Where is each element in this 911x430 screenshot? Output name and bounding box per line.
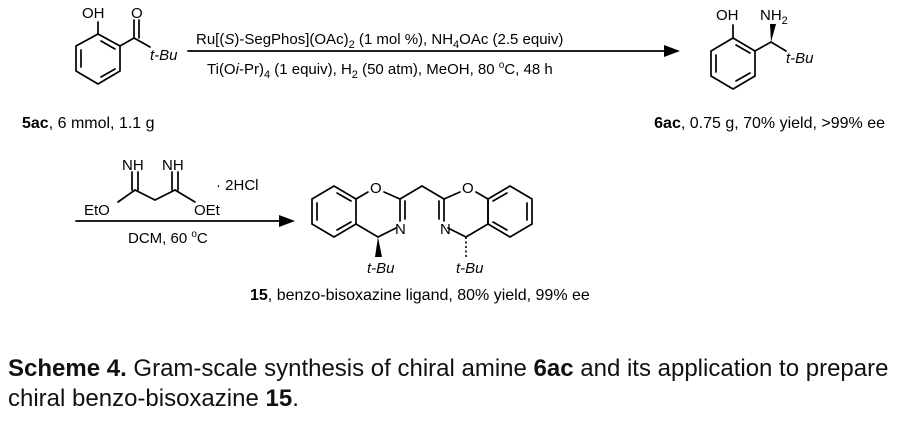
- salt-label: · 2HCl: [216, 177, 259, 194]
- compound-label-15: 15, benzo-bisoxazine ligand, 80% yield, …: [250, 287, 590, 304]
- reaction-arrow-1: [187, 45, 680, 57]
- caption-label: Scheme 4.: [8, 355, 127, 382]
- amine-label: NH2: [760, 7, 788, 27]
- hydroxyl-label: OH: [82, 5, 105, 22]
- compound-label-5ac: 5ac, 6 mmol, 1.1 g: [22, 115, 155, 132]
- scheme-caption: Scheme 4. Gram-scale synthesis of chiral…: [8, 354, 903, 414]
- compound-label-6ac: 6ac, 0.75 g, 70% yield, >99% ee: [654, 115, 885, 132]
- caption-text-3: .: [292, 385, 299, 412]
- oxygen-right: O: [462, 180, 474, 197]
- hydroxyl-label: OH: [716, 7, 739, 24]
- tert-butyl-label: t-Bu: [786, 50, 814, 67]
- imine-nh-left: NH: [122, 157, 144, 174]
- structure-15: O N O N t-Bu t-Bu: [311, 180, 533, 277]
- conditions-line-1: Ru[(S)-SegPhos](OAc)2 (1 mol %), NH4OAc …: [196, 31, 563, 51]
- tert-butyl-right: t-Bu: [456, 260, 484, 277]
- conditions-line-2: Ti(Oi-Pr)4 (1 equiv), H2 (50 atm), MeOH,…: [207, 60, 553, 81]
- tert-butyl-label: t-Bu: [150, 47, 178, 64]
- structure-6ac: OH NH2 t-Bu: [710, 7, 814, 90]
- caption-text-2: and its application to prepare chiral be…: [8, 355, 889, 412]
- structure-malonimidate: NH NH · 2HCl EtO OEt: [84, 157, 259, 219]
- carbonyl-oxygen-label: O: [131, 5, 143, 22]
- oxygen-left: O: [370, 180, 382, 197]
- ethoxy-left: EtO: [84, 202, 110, 219]
- reaction-scheme: OH O t-Bu 5ac, 6 mmol, 1.1 g Ru[(S)-SegP…: [22, 5, 885, 304]
- caption-compound-6ac: 6ac: [533, 355, 574, 382]
- reaction-arrow-2: [75, 215, 295, 227]
- conditions-2: DCM, 60 oC: [128, 229, 208, 247]
- caption-compound-15: 15: [265, 385, 293, 412]
- caption-text-1: Gram-scale synthesis of chiral amine: [126, 355, 534, 382]
- nitrogen-right: N: [440, 221, 451, 238]
- tert-butyl-left: t-Bu: [367, 260, 395, 277]
- structure-5ac: OH O t-Bu: [75, 5, 178, 85]
- imine-nh-right: NH: [162, 157, 184, 174]
- ethoxy-right: OEt: [194, 202, 221, 219]
- nitrogen-left: N: [395, 221, 406, 238]
